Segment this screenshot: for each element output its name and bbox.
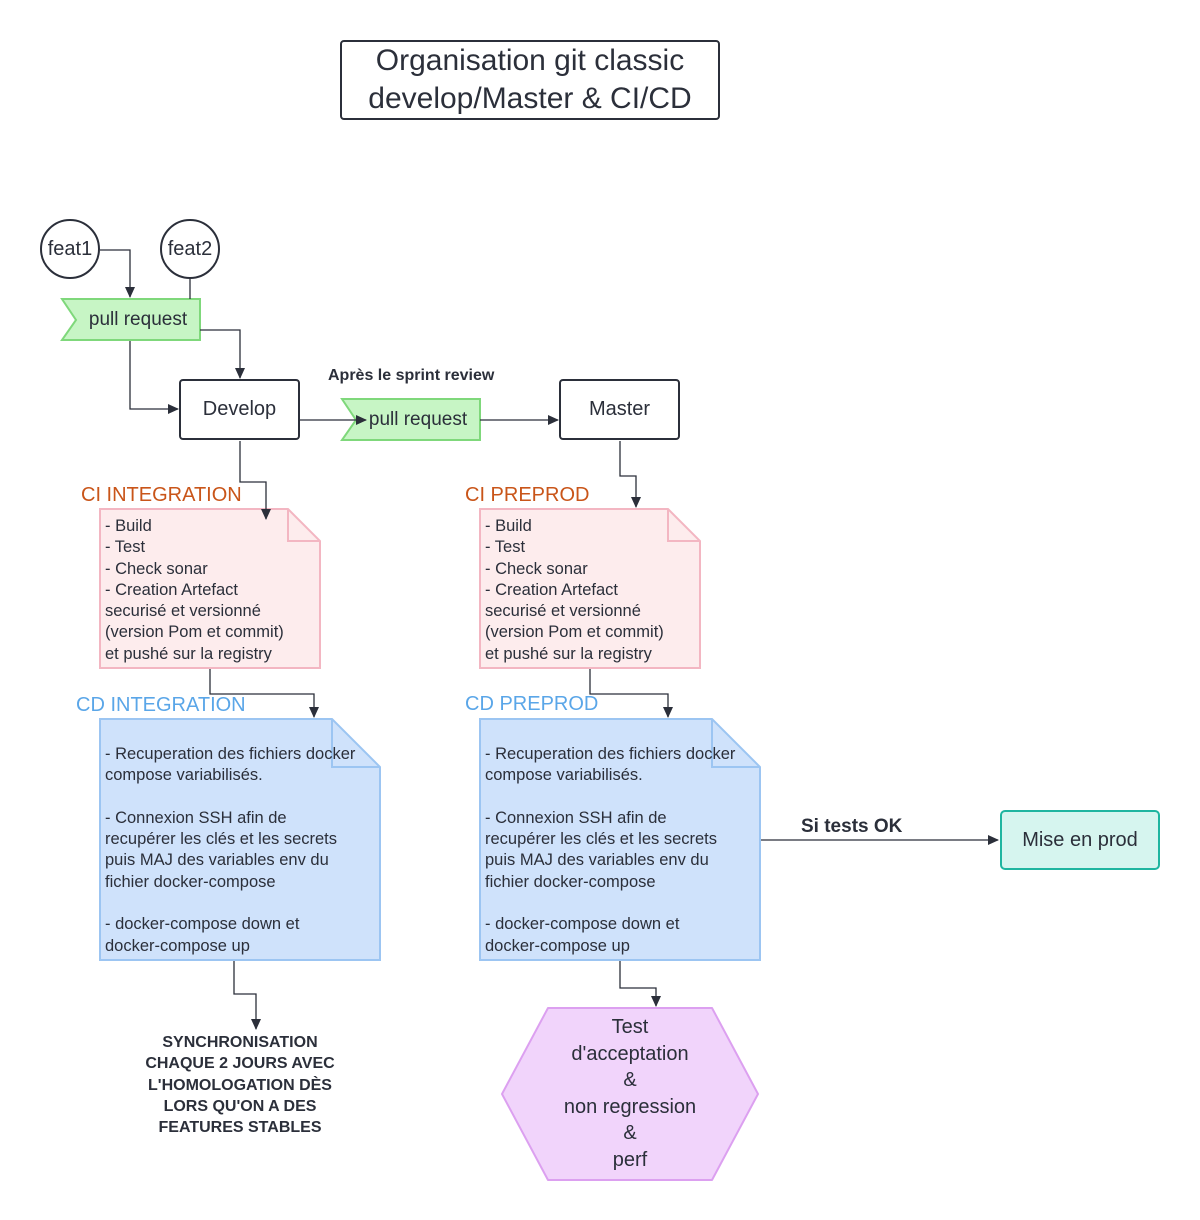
connector-pr-develop-left <box>129 341 179 414</box>
cd-preprod-title: CD PREPROD <box>465 693 599 715</box>
pull-request-2-label: pull request <box>368 408 468 430</box>
pull-request-1-label: pull request <box>88 308 188 330</box>
tests-ok-label: Si tests OK <box>801 816 903 837</box>
develop-label: Develop <box>202 398 277 420</box>
connector-pr-develop-top <box>200 329 245 379</box>
feat2-label: feat2 <box>167 237 213 260</box>
develop-node: Develop <box>179 379 300 440</box>
feat1-node: feat1 <box>40 219 100 279</box>
cd-integration-text: - Recuperation des fichiers docker compo… <box>105 745 356 955</box>
connector-develop-ci <box>239 441 271 520</box>
ci-preprod-text: - Build - Test - Check sonar - Creation … <box>485 517 664 663</box>
ci-integration-note <box>99 508 321 669</box>
mise-en-prod-node: Mise en prod <box>1000 810 1160 870</box>
ci-integration-title: CI INTEGRATION <box>81 484 242 506</box>
pull-request-2: pull request <box>342 399 480 440</box>
master-node: Master <box>559 379 680 440</box>
diagram-title-text: Organisation git classic develop/Master … <box>368 44 692 115</box>
feat2-node: feat2 <box>160 219 220 279</box>
pull-request-1: pull request <box>62 299 200 340</box>
master-label: Master <box>588 398 651 420</box>
connector-ci-cd-integration <box>209 669 319 718</box>
connector-cd-test <box>619 961 661 1007</box>
ci-preprod-title: CI PREPROD <box>465 484 590 506</box>
mise-en-prod-label: Mise en prod <box>1022 828 1138 851</box>
cd-preprod-note <box>479 718 761 961</box>
test-acceptance-hexagon <box>501 1007 759 1181</box>
feat1-label: feat1 <box>47 237 93 260</box>
ci-preprod-note <box>479 508 701 669</box>
sync-note: SYNCHRONISATION CHAQUE 2 JOURS AVEC L'HO… <box>145 1034 335 1137</box>
ci-integration-fold <box>287 509 320 542</box>
cd-preprod-fold <box>711 719 760 768</box>
connector-cd-sync <box>233 961 261 1030</box>
pull-request-flag-2 <box>340 398 481 441</box>
diagram-title: Organisation git classic develop/Master … <box>340 40 720 120</box>
connectors <box>100 249 999 1030</box>
test-acceptance-text: Test d'acceptation & non regression & pe… <box>563 1016 697 1171</box>
connector-master-ci <box>619 441 641 508</box>
ci-integration-text: - Build - Test - Check sonar - Creation … <box>105 517 284 663</box>
cd-integration-fold <box>331 719 380 768</box>
ci-preprod-fold <box>667 509 700 542</box>
cd-integration-note <box>99 718 381 961</box>
connector-feat1-pr <box>100 249 135 298</box>
pull-request-flag-1 <box>60 298 201 341</box>
connector-ci-cd-preprod <box>589 669 673 718</box>
cd-integration-title: CD INTEGRATION <box>76 694 246 716</box>
sprint-review-label: Après le sprint review <box>328 367 495 384</box>
cd-preprod-text: - Recuperation des fichiers docker compo… <box>485 745 736 955</box>
